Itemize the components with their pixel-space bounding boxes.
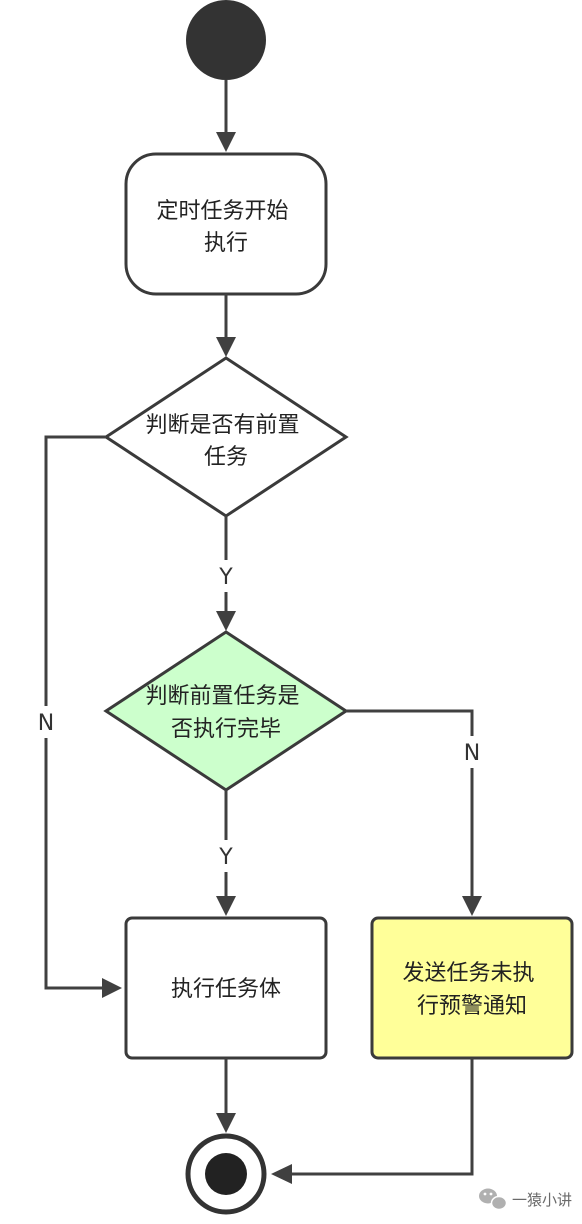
edge-label-predecessor-done-no: N: [464, 741, 480, 766]
edge-start-to-start-task: [216, 80, 236, 152]
send-warning-line-1: 发送任务未执: [402, 961, 534, 986]
svg-text:判断前置任务是 否执行完毕: 判断前置任务是 否执行完毕: [145, 684, 306, 742]
process-start-task: 定时任务开始 执行: [124, 152, 328, 296]
svg-text:定时任务开始 执行: 定时任务开始 执行: [156, 199, 295, 256]
process-send-warning: 发送任务未执 行预警通知: [370, 916, 574, 1060]
execute-task-line-1: 执行任务体: [171, 977, 281, 1002]
svg-text:执行任务体: 执行任务体: [171, 977, 281, 1002]
svg-text:判断是否有前置 任务: 判断是否有前置 任务: [145, 413, 306, 470]
edge-label-has-predecessor-yes: Y: [218, 565, 233, 590]
edge-label-predecessor-done-yes: Y: [218, 845, 233, 870]
edge-has-predecessor-yes: Y: [216, 516, 236, 631]
watermark-text: 一猿小讲: [512, 1191, 572, 1209]
edge-predecessor-done-yes: Y: [216, 790, 236, 916]
check-predecessor-line-2: 任务: [204, 445, 248, 470]
svg-text:发送任务未执 行预警通知: 发送任务未执 行预警通知: [402, 961, 541, 1019]
decision-check-predecessor: 判断是否有前置 任务: [103, 356, 349, 518]
edge-has-predecessor-no: N: [38, 435, 122, 998]
decision-check-predecessor-done: 判断前置任务是 否执行完毕: [103, 630, 349, 792]
watermark: 一猿小讲: [479, 1188, 572, 1211]
process-execute-task: 执行任务体: [124, 916, 328, 1060]
check-predecessor-done-line-2: 否执行完毕: [171, 717, 281, 742]
edge-label-has-predecessor-no: N: [38, 711, 54, 736]
send-warning-line-2: 行预警通知: [417, 994, 527, 1019]
wechat-icon: [479, 1188, 508, 1211]
edge-predecessor-done-no: N: [346, 709, 482, 916]
edge-execute-task-to-end: [216, 1058, 236, 1133]
start-node: [186, 0, 266, 80]
check-predecessor-done-line-1: 判断前置任务是: [145, 684, 299, 709]
start-task-line-2: 执行: [204, 231, 248, 256]
edge-start-task-to-check-predecessor: [216, 294, 236, 357]
check-predecessor-line-1: 判断是否有前置: [145, 413, 299, 438]
start-task-line-1: 定时任务开始: [156, 199, 288, 224]
edge-send-warning-to-end: [271, 1058, 474, 1184]
end-node: [185, 1133, 267, 1215]
